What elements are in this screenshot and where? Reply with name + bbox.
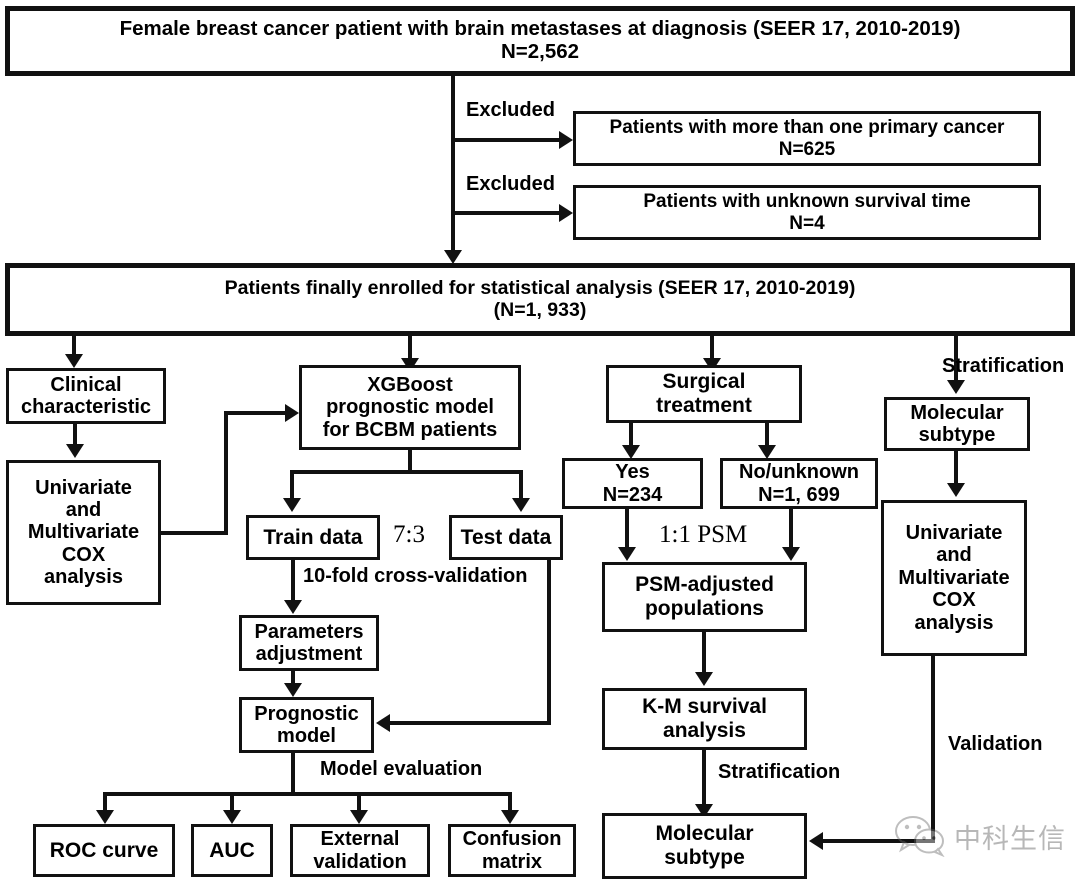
line-cohort-spine [451,76,455,256]
line-drop-clinical [72,336,76,358]
line-no-to-psm [789,509,793,551]
line-drop-surgical [710,336,714,362]
box-parameters-adjustment: Parameters adjustment [239,615,379,671]
arrow-validation-to-molecular [809,832,823,850]
line-xgboost-stem [408,450,412,473]
line-drop-xgboost [408,336,412,362]
line-yes-to-psm [625,509,629,551]
label-validation: Validation [948,733,1043,755]
line-cox-to-xgboost-h2 [224,411,290,415]
arrow-drop-molecular [947,380,965,394]
line-xgboost-to-test [519,470,523,503]
arrow-test-to-prognostic [376,714,390,732]
label-cross-validation: 10-fold cross-validation [303,565,528,587]
box-test-data: Test data [449,515,563,560]
line-excluded-2 [455,211,565,215]
box-cohort-source: Female breast cancer patient with brain … [5,6,1075,76]
label-excluded-1: Excluded [466,99,555,121]
box-excluded-multiprimary: Patients with more than one primary canc… [573,111,1041,166]
box-auc: AUC [191,824,273,877]
arrow-train-to-params [284,600,302,614]
box-surgery-no: No/unknown N=1, 699 [720,458,878,509]
box-surgery-yes: Yes N=234 [562,458,703,509]
line-psm-to-km [702,632,706,676]
line-evaluation-bar [103,792,512,796]
line-surgical-to-yes [629,423,633,449]
arrow-cox-to-xgboost [285,404,299,422]
box-prognostic-model: Prognostic model [239,697,374,753]
line-xgboost-bar [290,470,523,474]
box-xgboost: XGBoost prognostic model for BCBM patien… [299,365,521,450]
label-model-evaluation: Model evaluation [320,758,483,780]
arrow-to-roc-curve [96,810,114,824]
line-eval-to-external [357,792,361,814]
line-cox-to-xgboost-h1 [161,531,228,535]
line-test-to-prognostic-v [547,560,551,724]
line-cox-to-xgboost-v [224,411,228,535]
label-stratification-right: Stratification [942,355,1065,377]
label-excluded-2: Excluded [466,173,555,195]
label-stratification-bottom: Stratification [718,761,841,783]
line-prognostic-stem [291,753,295,795]
line-train-to-params [291,560,295,604]
box-roc-curve: ROC curve [33,824,175,877]
box-train-data: Train data [246,515,380,560]
line-validation-v [931,656,935,843]
line-xgboost-to-train [290,470,294,503]
box-molecular-subtype-bottom: Molecular subtype [602,813,807,879]
box-external-validation: External validation [290,824,430,877]
box-km-survival: K-M survival analysis [602,688,807,750]
box-cox-left: Univariate and Multivariate COX analysis [6,460,161,605]
box-clinical-characteristic: Clinical characteristic [6,368,166,424]
arrow-no-to-psm [782,547,800,561]
arrow-excluded-2 [559,204,573,222]
arrow-to-enrolled [444,250,462,264]
arrow-molecular-to-cox-right [947,483,965,497]
arrow-to-auc [223,810,241,824]
line-params-to-prognostic [291,671,295,687]
line-test-to-prognostic-h [390,721,551,725]
box-cox-right: Univariate and Multivariate COX analysis [881,500,1027,656]
arrow-to-confusion-matrix [501,810,519,824]
arrow-drop-clinical [65,354,83,368]
label-psm-ratio: 1:1 PSM [659,521,748,548]
line-surgical-to-no [765,423,769,449]
line-drop-molecular [954,336,958,384]
box-confusion-matrix: Confusion matrix [448,824,576,877]
watermark-text: 中科生信 [954,823,1066,855]
arrow-params-to-prognostic [284,683,302,697]
line-eval-to-auc [230,792,234,814]
arrow-to-train-data [283,498,301,512]
box-excluded-unknown-survival: Patients with unknown survival time N=4 [573,185,1041,240]
line-molecular-to-cox-right [954,451,958,487]
box-psm-adjusted: PSM-adjusted populations [602,562,807,632]
arrow-excluded-1 [559,131,573,149]
line-excluded-1 [455,138,565,142]
arrow-psm-to-km [695,672,713,686]
line-clinical-to-cox [73,424,77,448]
box-enrolled: Patients finally enrolled for statistica… [5,263,1075,336]
arrow-clinical-to-cox [66,444,84,458]
arrow-yes-to-psm [618,547,636,561]
arrow-to-external-validation [350,810,368,824]
arrow-to-test-data [512,498,530,512]
arrow-surgical-to-yes [622,445,640,459]
wechat-icon [895,816,945,857]
line-validation-h [823,839,935,843]
line-km-to-molecular [702,750,706,808]
line-eval-to-confusion [508,792,512,814]
label-split-ratio: 7:3 [393,521,425,548]
watermark: 中科生信 [894,815,1066,857]
box-molecular-subtype-right: Molecular subtype [884,397,1030,451]
box-surgical-treatment: Surgical treatment [606,365,802,423]
arrow-surgical-to-no [758,445,776,459]
line-eval-to-roc [103,792,107,814]
